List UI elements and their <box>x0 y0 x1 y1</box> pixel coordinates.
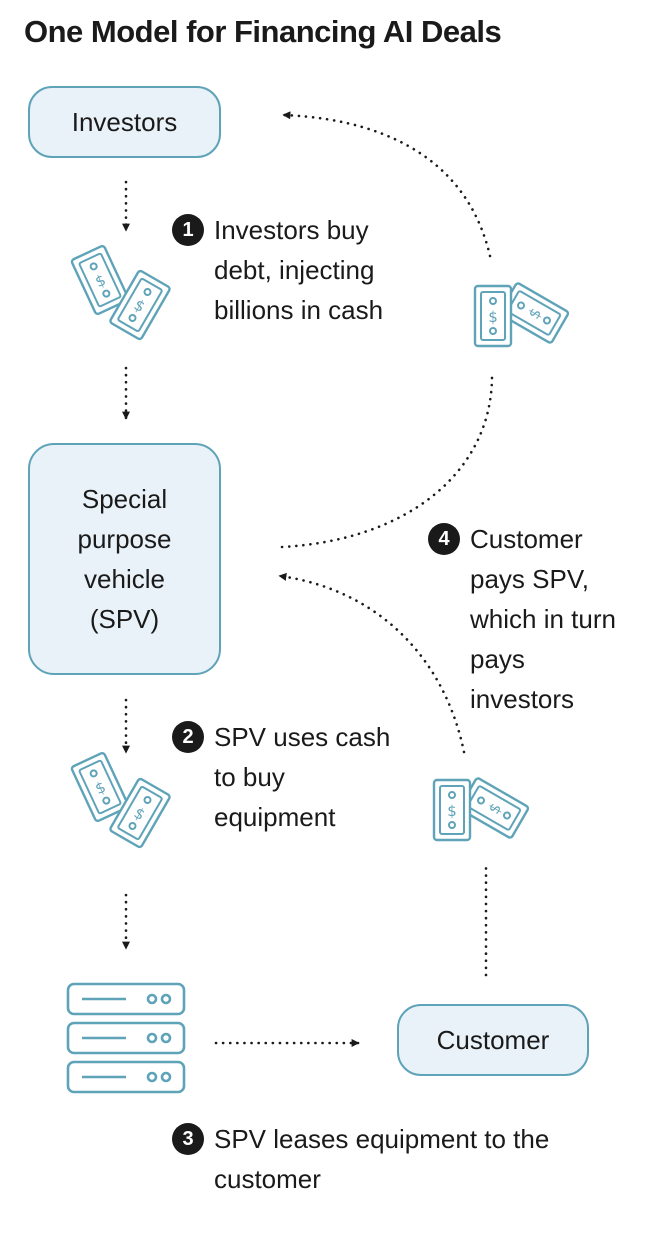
spv-label: Special purpose vehicle (SPV) <box>77 484 172 634</box>
cash-icon <box>473 284 513 348</box>
investors-label: Investors <box>71 107 178 137</box>
step-text: Investors buy debt, injecting billions i… <box>214 215 384 325</box>
line-spv-to-cash-return <box>280 374 494 549</box>
server-rack-icon <box>66 982 186 1094</box>
step-3: 3 SPV leases equipment to the customer <box>172 1119 552 1199</box>
customer-label: Customer <box>436 1025 550 1055</box>
arrow-cash-to-investors <box>282 111 492 258</box>
diagram-title: One Model for Financing AI Deals <box>24 14 502 49</box>
investors-box: Investors <box>28 86 221 158</box>
step-number-badge: 4 <box>428 523 460 555</box>
step-number-badge: 3 <box>172 1123 204 1155</box>
step-text: SPV uses cash to buy equipment <box>214 722 391 832</box>
step-2: 2 SPV uses cash to buy equipment <box>172 717 412 837</box>
arrow-cash-to-spv-return <box>278 572 466 754</box>
customer-box: Customer <box>397 1004 589 1076</box>
spv-box: Special purpose vehicle (SPV) <box>28 443 221 675</box>
step-text: Customer pays SPV, which in turn pays in… <box>470 524 616 714</box>
step-number-badge: 1 <box>172 214 204 246</box>
step-number-badge: 2 <box>172 721 204 753</box>
cash-icon <box>432 778 472 842</box>
step-1: 1 Investors buy debt, injecting billions… <box>172 210 432 330</box>
step-text: SPV leases equipment to the customer <box>214 1124 550 1194</box>
step-4: 4 Customer pays SPV, which in turn pays … <box>428 519 628 719</box>
